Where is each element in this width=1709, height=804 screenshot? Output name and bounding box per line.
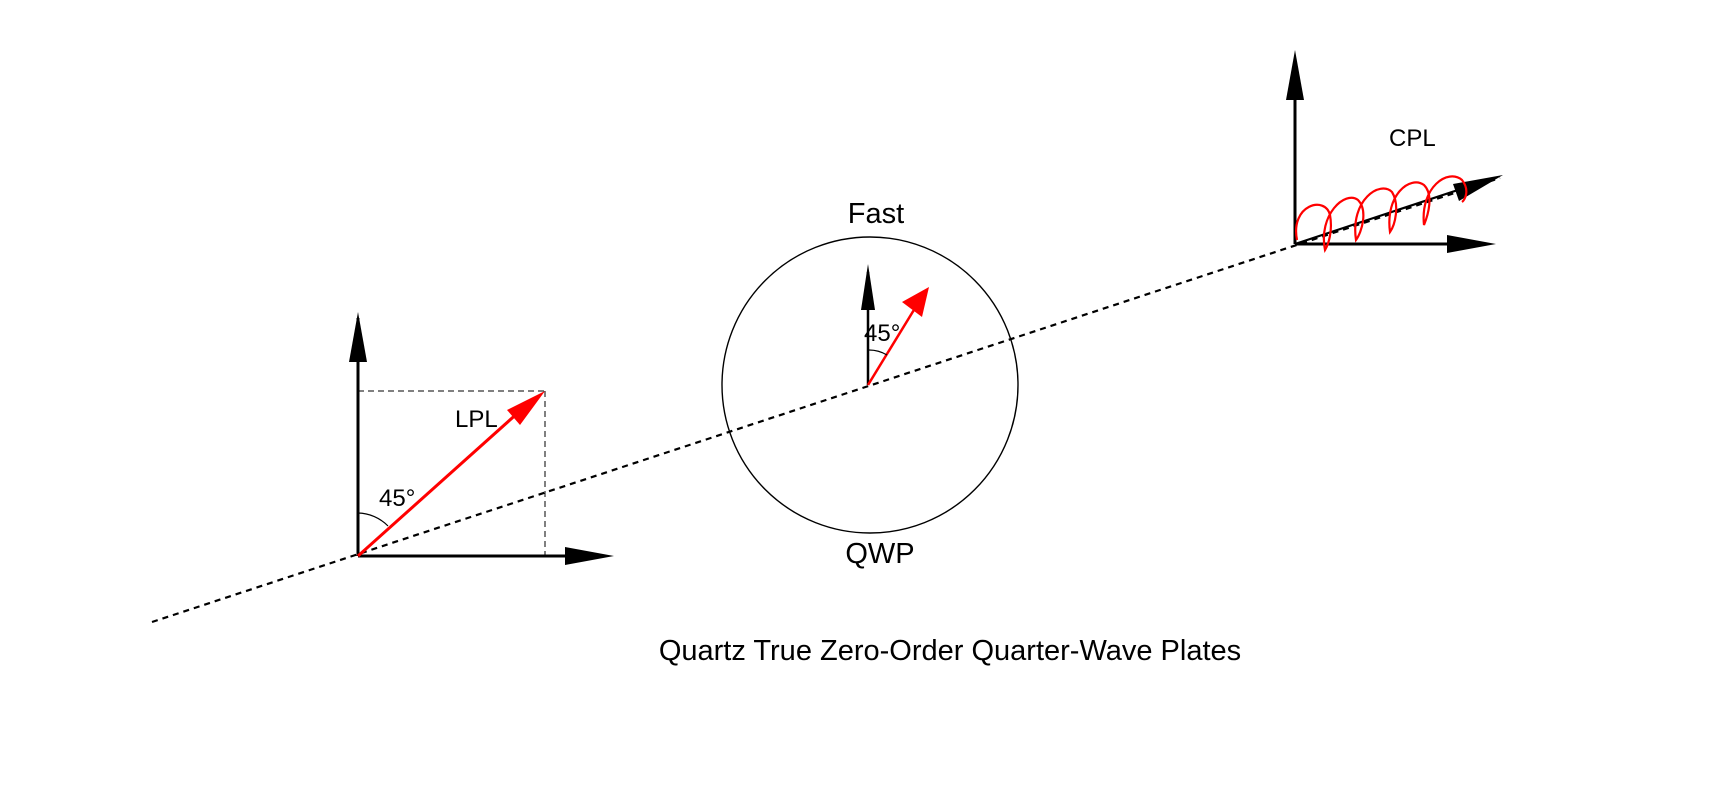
lpl-angle-arc [357,512,389,527]
lpl-polarization-vector [356,400,532,558]
diagram-caption: Quartz True Zero-Order Quarter-Wave Plat… [659,635,1241,667]
qwp-plate-circle [721,236,1019,534]
qwp-polarization-vector [866,299,922,386]
lpl-horizontal-arrowhead [565,547,614,565]
output-cpl-group: CPL [1286,50,1503,254]
qwp-angle-arc [867,349,888,356]
cpl-horizontal-arrowhead [1447,235,1496,253]
cpl-propagation-axis [1294,184,1471,246]
cpl-label: CPL [1389,125,1436,152]
lpl-label: LPL [455,406,498,433]
qwp-angle-label: 45° [864,320,900,347]
cpl-vertical-arrowhead [1286,50,1304,100]
lpl-polarization-arrowhead [507,391,545,425]
input-lpl-group: 45° LPL [349,312,614,565]
lpl-angle-label: 45° [379,485,415,512]
qwp-polarization-arrowhead [902,287,929,317]
qwp-name-label: QWP [845,538,914,570]
qwp-group: 45° Fast QWP [721,198,1019,570]
lpl-vertical-arrowhead [349,312,367,362]
qwp-fast-label: Fast [848,198,904,230]
cpl-helix [1294,175,1468,254]
qwp-fast-axis-arrowhead [861,264,875,310]
beam-path-line [151,176,1501,624]
